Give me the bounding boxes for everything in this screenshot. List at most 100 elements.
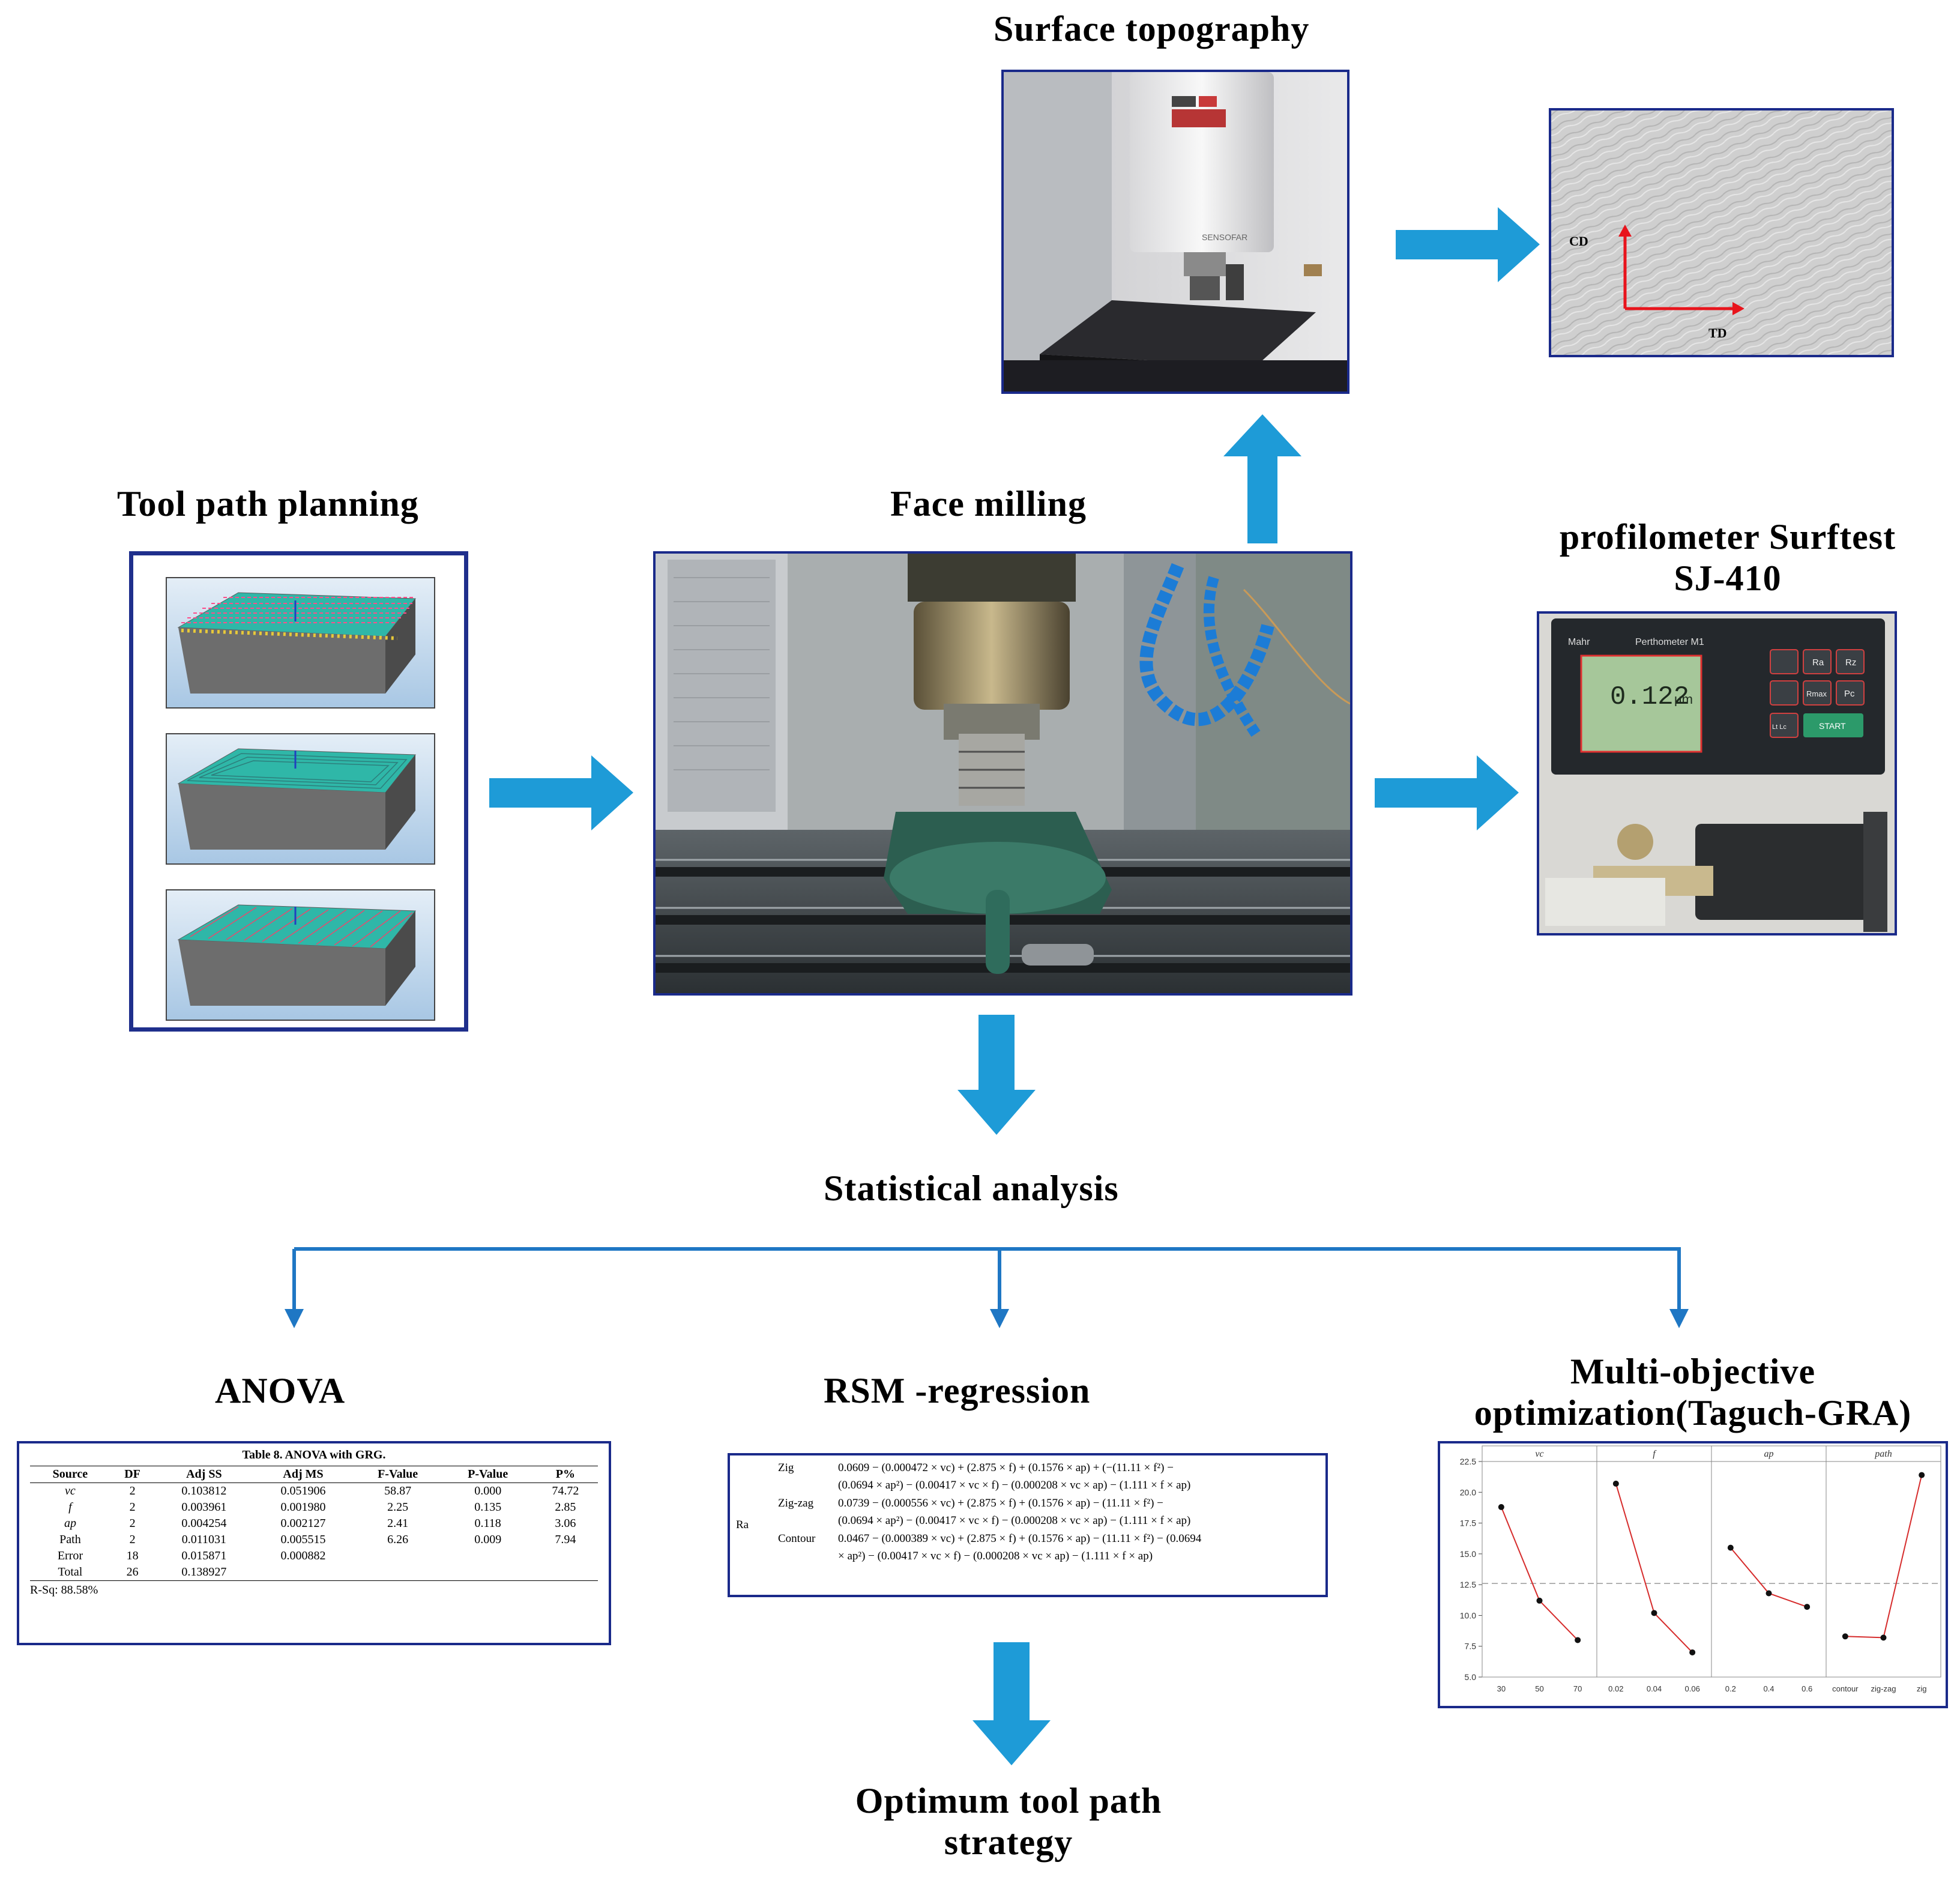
table-cell: 26 (126, 1565, 139, 1579)
y-tick-label: 7.5 (1465, 1642, 1477, 1651)
regression-equation-zigzag: Zig-zag 0.0739 − (0.000556 × vc) + (2.87… (778, 1495, 1319, 1530)
tool-path-panel (129, 551, 468, 1032)
table-cell: 0.003961 (181, 1501, 227, 1514)
table-cell: 2.85 (555, 1501, 576, 1514)
anova-col-source: Source (30, 1466, 110, 1483)
table-cell (443, 1548, 533, 1564)
face-milling-photo-frame (653, 551, 1352, 996)
regression-path-zigzag: Zig-zag (778, 1496, 814, 1510)
regression-equation-zig: Zig 0.0609 − (0.000472 × vc) + (2.875 × … (778, 1459, 1319, 1495)
tool-path-renderings (166, 577, 435, 1021)
panel-frame (1711, 1461, 1827, 1678)
profilometer-title: profilometer Surftest SJ-410 (1530, 516, 1926, 599)
key-rmax: Rmax (1806, 689, 1827, 698)
panel-title: f (1653, 1449, 1657, 1459)
panel-title: path (1874, 1449, 1892, 1459)
y-tick-label: 10.0 (1460, 1610, 1476, 1620)
multi-objective-title: Multi-objective optimization(Taguch-GRA) (1435, 1351, 1951, 1434)
microscope-brand: SENSOFAR (1202, 232, 1247, 242)
table-cell: 2.25 (387, 1501, 409, 1514)
regression-response-label: Ra (736, 1519, 749, 1532)
table-cell (353, 1548, 443, 1564)
tool-path-zigzag (166, 889, 435, 1021)
anova-col-p-value: P-Value (442, 1466, 533, 1483)
face-milling-photo (656, 554, 1350, 993)
anova-table-frame: Table 8. ANOVA with GRG. Source DF Adj S… (17, 1441, 611, 1645)
x-tick-label: 0.2 (1725, 1684, 1736, 1693)
arrow-microscope-to-texture (1396, 207, 1540, 282)
x-tick-label: 0.6 (1802, 1684, 1812, 1693)
table-cell: 0.015871 (181, 1549, 227, 1562)
data-point (1536, 1597, 1543, 1604)
regression-equation-contour: Contour 0.0467 − (0.000389 × vc) + (2.87… (778, 1530, 1319, 1565)
panel-header (1826, 1445, 1941, 1462)
profilometer-unit: μm (1674, 692, 1693, 707)
profilometer-photo: Mahr Perthometer M1 0.122 μm Ra Rz Rmax … (1539, 614, 1895, 933)
y-tick-label: 5.0 (1465, 1672, 1477, 1682)
x-tick-label: 0.02 (1608, 1684, 1623, 1693)
regression-zig-line1: 0.0609 − (0.000472 × vc) + (2.875 × f) +… (838, 1461, 1174, 1474)
table-cell: Error (57, 1549, 83, 1562)
data-point (1880, 1634, 1887, 1641)
anova-col-percent: P% (532, 1466, 598, 1483)
table-cell: Path (59, 1533, 81, 1546)
table-cell: 3.06 (555, 1517, 576, 1530)
profilometer-photo-frame: Mahr Perthometer M1 0.122 μm Ra Rz Rmax … (1537, 611, 1897, 935)
anova-table-caption: Table 8. ANOVA with GRG. (242, 1448, 386, 1461)
key-ra: Ra (1812, 657, 1824, 668)
profilometer-brand: Mahr (1568, 637, 1590, 647)
y-tick-label: 15.0 (1460, 1549, 1476, 1559)
table-cell: 74.72 (552, 1484, 579, 1498)
face-milling-title: Face milling (890, 484, 1087, 524)
x-tick-label: contour (1832, 1684, 1859, 1693)
table-cell: 0.011031 (181, 1533, 226, 1546)
data-point (1842, 1633, 1848, 1640)
panel-header (1596, 1445, 1712, 1462)
table-cell: 2 (129, 1484, 136, 1498)
table-cell: 0.118 (474, 1517, 501, 1530)
x-tick-label: 70 (1573, 1684, 1582, 1693)
x-tick-label: zig-zag (1871, 1684, 1896, 1693)
multi-objective-line1: Multi-objective (1570, 1352, 1816, 1391)
profilometer-title-line2: SJ-410 (1674, 558, 1782, 598)
table-cell (533, 1564, 598, 1581)
table-cell: 0.004254 (181, 1517, 227, 1530)
tool-path-planning-title: Tool path planning (117, 484, 419, 524)
data-point (1689, 1649, 1696, 1655)
table-cell: 0.000882 (280, 1549, 326, 1562)
panel-frame (1826, 1461, 1941, 1678)
regression-zigzag-line2: (0.0694 × ap²) − (0.00417 × vc × f) − (0… (838, 1514, 1191, 1528)
table-cell: 0.051906 (280, 1484, 326, 1498)
table-cell: 0.138927 (181, 1565, 227, 1579)
y-tick-label: 17.5 (1460, 1519, 1476, 1528)
profilometer-model: Perthometer M1 (1635, 637, 1704, 647)
key-pc: Pc (1844, 689, 1855, 699)
regression-zig-line2: (0.0694 × ap²) − (0.00417 × vc × f) − (0… (838, 1479, 1191, 1492)
regression-contour-line2: × ap²) − (0.00417 × vc × f) − (0.000208 … (838, 1550, 1153, 1563)
panel-frame (1596, 1461, 1712, 1678)
table-cell: ap (64, 1517, 76, 1530)
tool-path-zig (166, 577, 435, 709)
table-cell: 0.135 (474, 1501, 502, 1514)
table-cell: vc (65, 1484, 76, 1498)
optimum-line2: strategy (944, 1822, 1073, 1862)
panel-header (1482, 1445, 1597, 1462)
data-point (1919, 1472, 1925, 1478)
x-tick-label: 0.4 (1763, 1684, 1774, 1693)
table-cell: 0.000 (474, 1484, 502, 1498)
x-tick-label: zig (1917, 1684, 1927, 1693)
surface-texture-frame: CD TD (1549, 108, 1894, 357)
microscope-photo: SENSOFAR (1004, 72, 1347, 391)
x-tick-label: 50 (1535, 1684, 1543, 1693)
anova-col-adj-ms: Adj MS (253, 1466, 353, 1483)
anova-col-df: DF (110, 1466, 155, 1483)
y-tick-label: 20.0 (1460, 1487, 1476, 1497)
data-point (1766, 1590, 1772, 1597)
series-line (1500, 1507, 1578, 1641)
table-cell (533, 1548, 598, 1564)
profilometer-reading: 0.122 (1610, 682, 1689, 712)
regression-zigzag-line1: 0.0739 − (0.000556 × vc) + (2.875 × f) +… (838, 1496, 1163, 1510)
key-rz: Rz (1845, 657, 1856, 668)
